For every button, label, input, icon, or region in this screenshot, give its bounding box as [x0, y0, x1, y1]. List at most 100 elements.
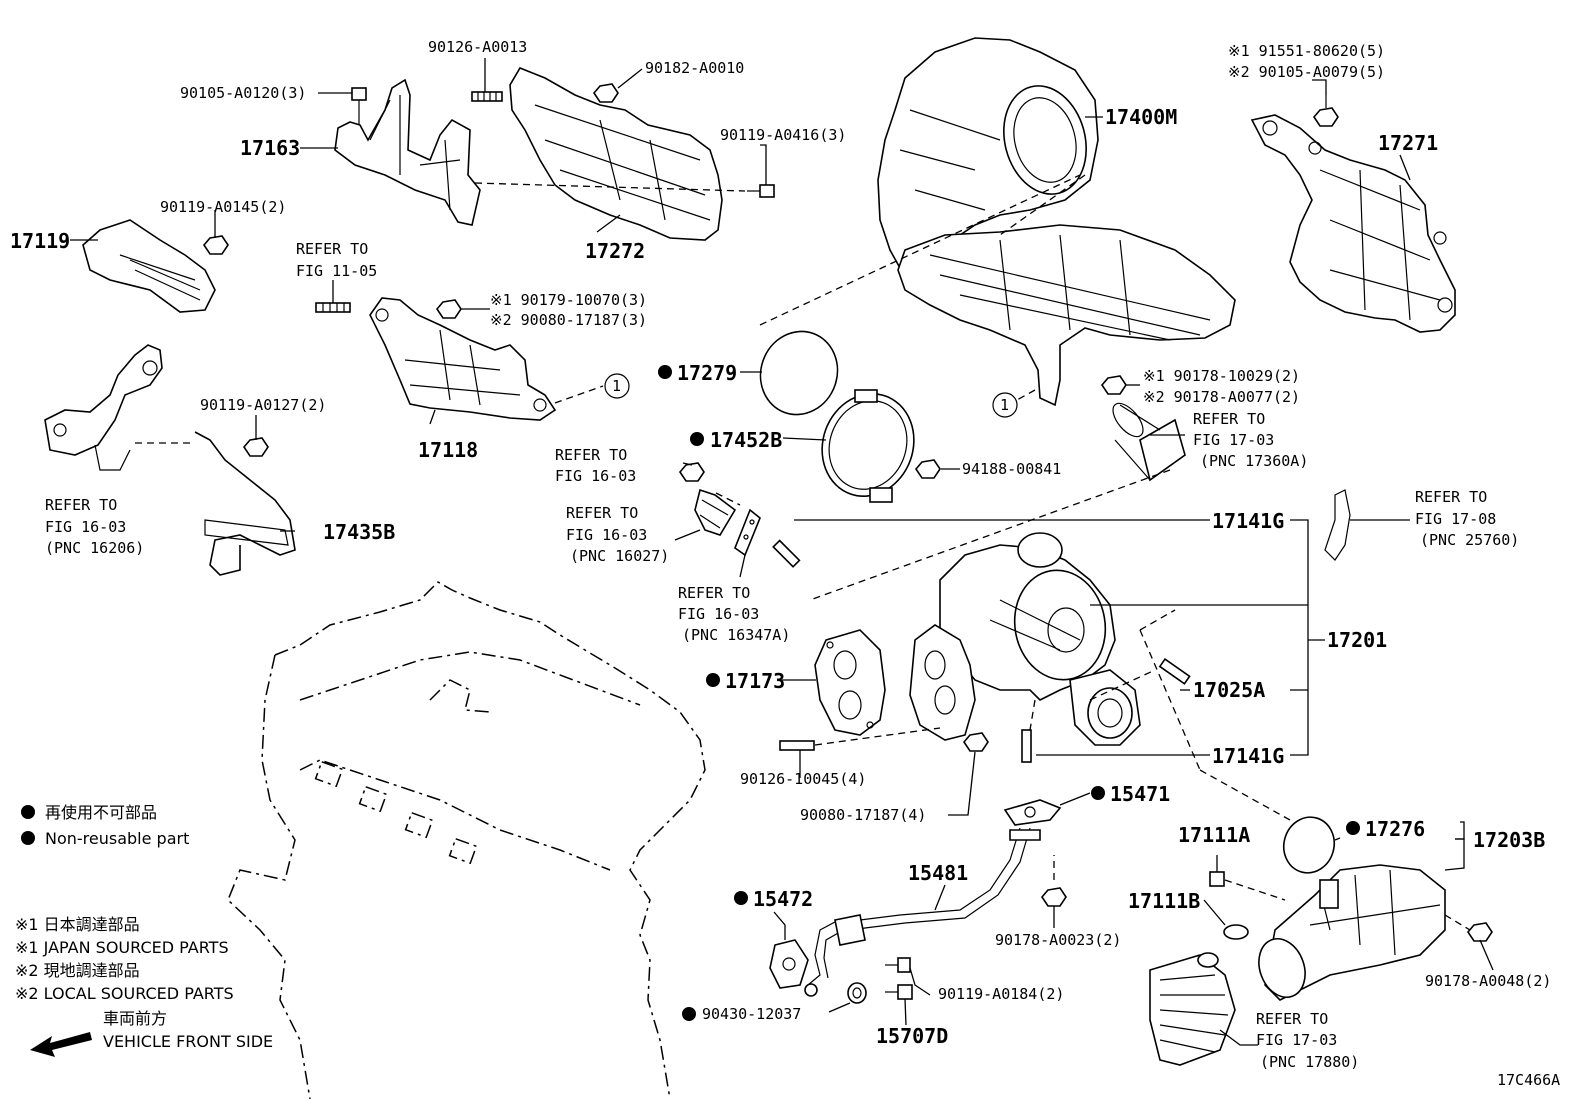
- stud-icon: [471, 91, 503, 102]
- label-17272: 17272: [585, 239, 645, 263]
- label-refer-to: REFER TO: [1256, 1010, 1328, 1028]
- legend-nonreusable-en: Non-reusable part: [45, 829, 189, 848]
- label-fig-17-03: FIG 17-03: [1193, 431, 1274, 449]
- bolt-icon: [351, 87, 367, 125]
- bracket-17119: [82, 219, 216, 313]
- label-17163: 17163: [240, 136, 300, 160]
- label-90119-A0416: 90119-A0416(3): [720, 126, 846, 144]
- label-17141G-bottom: 17141G: [1212, 744, 1284, 768]
- heat-insulator-17272: [509, 67, 723, 241]
- label-fig-16-03: FIG 16-03: [678, 605, 759, 623]
- gasket-15471: [1003, 799, 1062, 826]
- label-refer-to: REFER TO: [555, 446, 627, 464]
- arrow-left-icon: [30, 1032, 92, 1057]
- label-pnc-16027: (PNC 16027): [570, 547, 669, 565]
- intake-elbow-17203B: [1258, 864, 1446, 1001]
- nonreusable-dot: [690, 432, 704, 446]
- gasket-17276: [1282, 816, 1336, 874]
- label-90126-A0013: 90126-A0013: [428, 38, 527, 56]
- label-94188-00841: 94188-00841: [962, 460, 1061, 478]
- label-90179-10070: ※1 90179-10070(3): [490, 291, 647, 309]
- label-17435B: 17435B: [323, 520, 395, 544]
- label-90178-A0048: 90178-A0048(2): [1425, 972, 1551, 990]
- label-17279: 17279: [677, 361, 737, 385]
- bolt-icon: [1312, 95, 1339, 127]
- label-refer-to: REFER TO: [1193, 410, 1265, 428]
- clamp-17452B: [821, 389, 915, 503]
- label-91551-80620: ※1 91551-80620(5): [1228, 42, 1385, 60]
- label-17111A: 17111A: [1178, 823, 1250, 847]
- label-17111B: 17111B: [1128, 889, 1200, 913]
- gasket-15472: [769, 939, 809, 989]
- stud-icon: [772, 539, 801, 568]
- label-15471: 15471: [1110, 782, 1170, 806]
- label-15707D: 15707D: [876, 1024, 948, 1048]
- nut-icon: [1040, 887, 1067, 907]
- nonreusable-dot: [682, 1007, 696, 1021]
- label-refer-to: REFER TO: [45, 496, 117, 514]
- exhaust-manifold-17400M: [877, 37, 1236, 407]
- label-refer-to: REFER TO: [678, 584, 750, 602]
- ref-circle-label: 1: [612, 377, 621, 395]
- bolt-icon: [885, 957, 911, 973]
- label-15481: 15481: [908, 861, 968, 885]
- label-refer-to: REFER TO: [1415, 488, 1487, 506]
- legend-front-en: VEHICLE FRONT SIDE: [103, 1032, 273, 1051]
- hose-ref-17-08: [1324, 489, 1351, 561]
- nonreusable-dot: [21, 805, 35, 819]
- union-bolt-15707D: [885, 984, 913, 1000]
- turbocharger-17201: [909, 532, 1141, 746]
- nonreusable-dot: [734, 891, 748, 905]
- label-pnc-25760: (PNC 25760): [1420, 531, 1519, 549]
- label-17119: 17119: [10, 229, 70, 253]
- engine-block-outline: [227, 581, 706, 1099]
- bracket-17118: [369, 297, 557, 421]
- bolt-icon: [747, 184, 775, 198]
- label-17452B: 17452B: [710, 428, 782, 452]
- legend-front-jp: 車両前方: [103, 1009, 167, 1028]
- label-refer-to: REFER TO: [296, 240, 368, 258]
- label-pnc-16206: (PNC 16206): [45, 539, 144, 557]
- gasket-17279: [759, 330, 839, 416]
- catalytic-converter-ref: [1112, 402, 1186, 482]
- label-17203B: 17203B: [1473, 828, 1545, 852]
- legend-japan-jp: ※1 日本調達部品: [15, 915, 140, 934]
- intake-hose-ref-17-03: [1149, 952, 1236, 1066]
- nut-icon: [435, 299, 462, 319]
- label-fig-11-05: FIG 11-05: [296, 262, 377, 280]
- heat-insulator-17271: [1250, 114, 1456, 333]
- label-90119-A0184: 90119-A0184(2): [938, 985, 1064, 1003]
- plug-17111A: [1209, 871, 1225, 887]
- gasket-17173: [814, 629, 886, 736]
- label-fig-17-08: FIG 17-08: [1415, 510, 1496, 528]
- stud-icon: [1021, 729, 1032, 763]
- ref-circle-1: [992, 392, 1018, 418]
- oil-pipe-15481: [804, 827, 1041, 997]
- label-17201: 17201: [1327, 628, 1387, 652]
- oil-pipe-fitting: [694, 488, 761, 557]
- nonreusable-dot: [658, 365, 672, 379]
- label-17271: 17271: [1378, 131, 1438, 155]
- legend: 再使用不可部品 Non-reusable part ※1 日本調達部品 ※1 J…: [15, 803, 273, 1057]
- nut-icon: [678, 462, 705, 482]
- washer-90430-12037: [847, 982, 867, 1004]
- nut-icon: [592, 83, 619, 103]
- label-90178-A0023: 90178-A0023(2): [995, 931, 1121, 949]
- nut-icon: [962, 732, 989, 752]
- label-90080-17187-4: 90080-17187(4): [800, 806, 926, 824]
- legend-local-jp: ※2 現地調達部品: [15, 961, 140, 980]
- label-pnc-17360A: (PNC 17360A): [1200, 452, 1308, 470]
- label-90080-17187-3: ※2 90080-17187(3): [490, 311, 647, 329]
- bolt-icon: [242, 437, 269, 457]
- heat-insulator-17163: [334, 78, 481, 226]
- label-17141G-top: 17141G: [1212, 509, 1284, 533]
- label-fig-16-03: FIG 16-03: [45, 518, 126, 536]
- legend-nonreusable-jp: 再使用不可部品: [45, 803, 157, 822]
- ref-circle-1: [604, 373, 630, 399]
- label-17400M: 17400M: [1105, 105, 1177, 129]
- oil-pipe-bracket-left: [44, 344, 163, 471]
- label-17118: 17118: [418, 438, 478, 462]
- label-90105-A0120: 90105-A0120(3): [180, 84, 306, 102]
- nonreusable-dot: [706, 673, 720, 687]
